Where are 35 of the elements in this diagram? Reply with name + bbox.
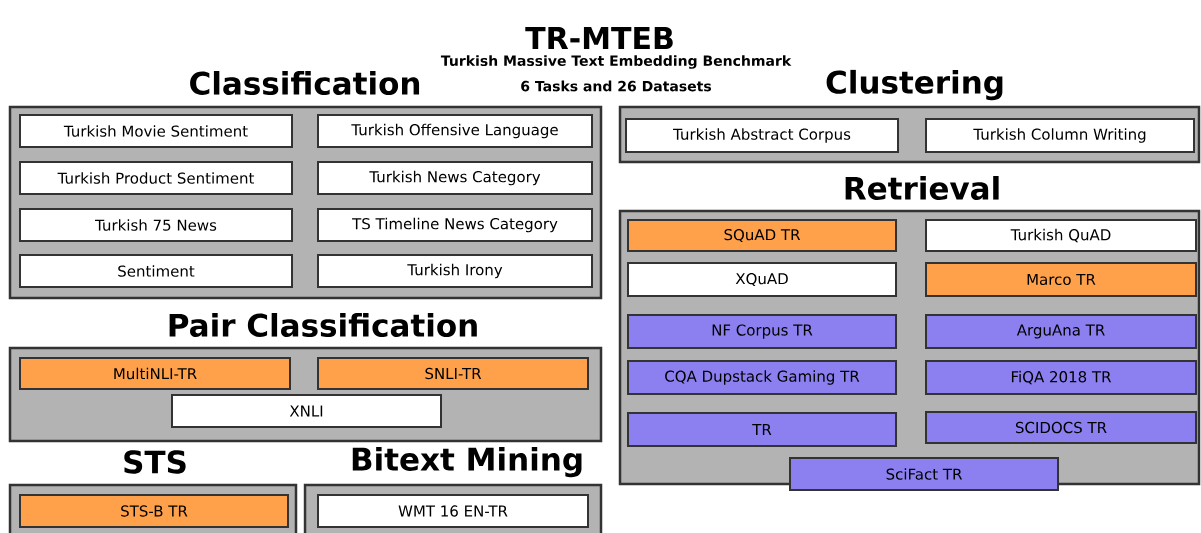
dataset-box: Turkish Product Sentiment: [19, 161, 293, 195]
dataset-box: Turkish Abstract Corpus: [625, 118, 899, 153]
section-heading: Pair Classification: [169, 313, 477, 337]
dataset-box: Turkish News Category: [317, 161, 593, 195]
section-heading: Retrieval: [845, 176, 999, 200]
dataset-box: Turkish Movie Sentiment: [19, 114, 293, 148]
section-heading: Clustering: [826, 69, 1003, 101]
dataset-box: SCIDOCS TR: [925, 411, 1197, 444]
dataset-box: XNLI: [171, 394, 442, 428]
dataset-box: XQuAD: [627, 262, 897, 297]
dataset-box: SciFact TR: [789, 457, 1059, 491]
section-heading: Bitext Mining: [352, 446, 582, 478]
dataset-box: TS Timeline News Category: [317, 208, 593, 242]
dataset-box: Turkish Irony: [317, 254, 593, 288]
dataset-box: Turkish Offensive Language: [317, 114, 593, 148]
dataset-box: Turkish Column Writing: [925, 118, 1195, 153]
subtitle: 6 Tasks and 26 Datasets: [521, 80, 712, 92]
dataset-box: Marco TR: [925, 262, 1197, 297]
subtitle: Turkish Massive Text Embedding Benchmark: [440, 55, 792, 69]
dataset-box: ArguAna TR: [925, 314, 1197, 349]
dataset-box: MultiNLI-TR: [19, 357, 291, 390]
dataset-box: Turkish QuAD: [925, 219, 1197, 252]
dataset-box: Sentiment: [19, 254, 293, 288]
dataset-box: TR: [627, 412, 897, 447]
dataset-box: Turkish 75 News: [19, 208, 293, 242]
dataset-box: NF Corpus TR: [627, 314, 897, 349]
dataset-box: FiQA 2018 TR: [925, 360, 1197, 395]
section-heading: Classification: [190, 71, 420, 95]
dataset-box: STS-B TR: [19, 494, 289, 528]
section-heading: STS: [124, 450, 186, 474]
dataset-box: WMT 16 EN-TR: [317, 494, 589, 528]
dataset-box: SQuAD TR: [627, 219, 897, 252]
dataset-box: CQA Dupstack Gaming TR: [627, 360, 897, 395]
dataset-box: SNLI-TR: [317, 357, 589, 390]
title: TR-MTEB: [525, 27, 673, 49]
